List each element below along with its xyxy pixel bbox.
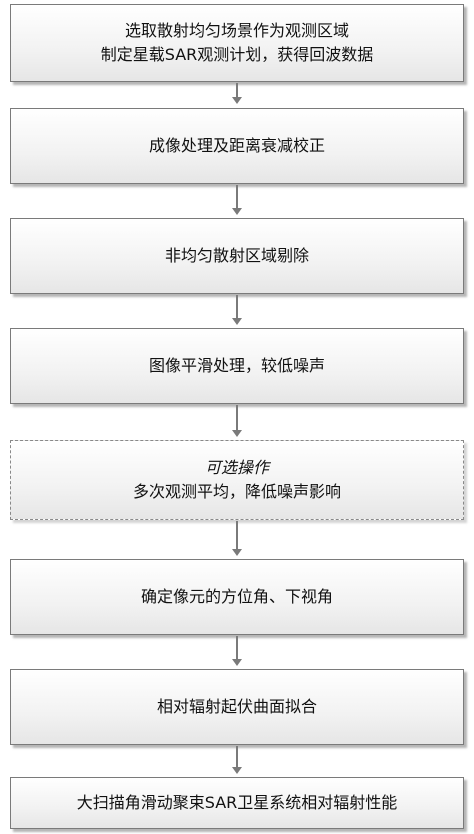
arrowhead-1-2 bbox=[232, 97, 242, 104]
connector-2-3 bbox=[236, 185, 238, 209]
connector-5-6 bbox=[236, 521, 238, 550]
arrowhead-2-3 bbox=[232, 208, 242, 215]
step-7-line-1: 相对辐射起伏曲面拟合 bbox=[156, 697, 317, 716]
step-5-optional-box: 可选操作 多次观测平均，降低噪声影响 bbox=[10, 440, 464, 520]
step-3-box: 非均匀散射区域剔除 bbox=[10, 218, 464, 294]
step-6-line-1: 确定像元的方位角、下视角 bbox=[140, 587, 333, 606]
step-1-line-1: 选取散射均匀场景作为观测区域 bbox=[124, 21, 349, 40]
step-7-box: 相对辐射起伏曲面拟合 bbox=[10, 669, 464, 745]
step-1-line-2: 制定星载SAR观测计划，获得回波数据 bbox=[100, 45, 374, 64]
step-3-line-1: 非均匀散射区域剔除 bbox=[164, 246, 309, 265]
arrowhead-4-5 bbox=[232, 430, 242, 437]
arrowhead-5-6 bbox=[232, 549, 242, 556]
step-6-box: 确定像元的方位角、下视角 bbox=[10, 559, 464, 635]
arrowhead-3-4 bbox=[232, 318, 242, 325]
step-1-box: 选取散射均匀场景作为观测区域 制定星载SAR观测计划，获得回波数据 bbox=[10, 4, 464, 82]
step-8-box: 大扫描角滑动聚束SAR卫星系统相对辐射性能 bbox=[10, 777, 464, 829]
connector-3-4 bbox=[236, 295, 238, 319]
step-5-line-1: 多次观测平均，降低噪声影响 bbox=[132, 482, 341, 501]
optional-operation-label: 可选操作 bbox=[204, 458, 269, 477]
connector-7-8 bbox=[236, 746, 238, 768]
arrowhead-7-8 bbox=[232, 767, 242, 774]
step-4-box: 图像平滑处理，较低噪声 bbox=[10, 328, 464, 404]
connector-1-2 bbox=[236, 83, 238, 98]
step-2-line-1: 成像处理及距离衰减校正 bbox=[148, 136, 325, 155]
connector-4-5 bbox=[236, 405, 238, 431]
step-2-box: 成像处理及距离衰减校正 bbox=[10, 108, 464, 184]
step-4-line-1: 图像平滑处理，较低噪声 bbox=[148, 356, 325, 375]
arrowhead-6-7 bbox=[232, 659, 242, 666]
connector-6-7 bbox=[236, 636, 238, 660]
step-8-line-1: 大扫描角滑动聚束SAR卫星系统相对辐射性能 bbox=[76, 793, 398, 812]
